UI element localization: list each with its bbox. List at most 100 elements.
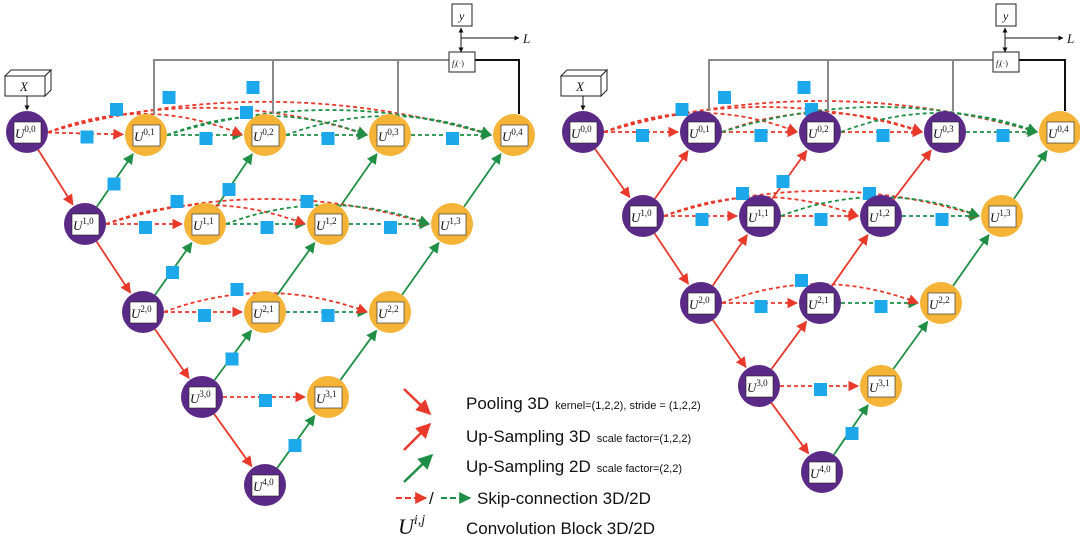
right-up-2_2-1_3: [952, 233, 990, 287]
right-arc-1_0-1_3: [663, 190, 981, 219]
left-node-3-1-label-base: U: [316, 391, 327, 406]
right-y-box: [995, 3, 1017, 27]
right-node-0-0-label-base: U: [571, 126, 582, 141]
left-skip-square-0-1: [199, 132, 213, 145]
right-arc-square-1-0-2: [736, 187, 749, 200]
right-node-3-1-label-base: U: [869, 380, 880, 395]
left-node-3-1-label-sup: 3,1: [325, 389, 336, 399]
right-node-1-1-label-sup: 1,1: [757, 208, 768, 218]
right-up-1_3-0_4: [1013, 150, 1048, 200]
left-node-3-0: U3,0: [181, 376, 223, 418]
right-node-0-3-label-box: [931, 121, 960, 144]
left-node-0-4-label-sup: 0,4: [511, 127, 523, 137]
left-node-0-3-label-sup: 0,3: [387, 127, 399, 137]
left-node-0-0: U0,0: [6, 111, 48, 153]
left-skip-square-2-1: [321, 309, 335, 322]
right-skip-square-0-2: [876, 129, 890, 142]
left-node-2-2-label-base: U: [378, 306, 389, 321]
right-node-3-1: U3,1: [860, 365, 902, 407]
left-up-square-1: [166, 266, 179, 279]
right-node-2-1-label-sup: 2,1: [817, 295, 828, 305]
right-node-1-2-label-sup: 1,2: [878, 208, 889, 218]
left-node-1-2-label-base: U: [316, 218, 327, 233]
right-node-1-2: U1,2: [860, 195, 902, 237]
legend-skip-sep: /: [429, 489, 434, 508]
left-node-2-1-label: U2,1: [253, 304, 274, 321]
right-node-2-0-label-sup: 2,0: [698, 295, 710, 305]
right-pool-3-4: [770, 402, 810, 455]
right-arc-square-1-0-3: [776, 175, 790, 188]
right-ds-line-2: [952, 59, 995, 111]
legend-conv-sup: i,j: [414, 513, 425, 528]
left-skip-square-1-0: [139, 221, 152, 234]
right-node-0-4-label-box: [1046, 121, 1075, 144]
right-node-1-0: U1,0: [622, 195, 664, 237]
right-node-1-3-label-sup: 1,3: [999, 208, 1011, 218]
left-fn-arg: (·): [456, 59, 464, 68]
left-up-square-2: [225, 352, 239, 366]
left-node-1-1-label-box: [191, 213, 220, 236]
left-ds-line-1: [272, 59, 451, 114]
right-fn-label: fi(·): [996, 59, 1008, 70]
right-fn-arg: (·): [1000, 59, 1008, 68]
left-up-1_3-0_4: [463, 152, 502, 208]
left-node-4-0-label-sup: 4,0: [262, 477, 274, 487]
right-node-0-3-label-sup: 0,3: [942, 124, 954, 134]
left-node-2-0-label-sup: 2,0: [140, 304, 152, 314]
left-node-0-1-label-sup: 0,1: [143, 127, 154, 137]
legend-up-3d-label: Up-Sampling 3D: [466, 427, 591, 446]
right-node-1-3-label: U1,3: [990, 208, 1011, 225]
left-node-1-0-label-base: U: [73, 218, 84, 233]
right-node-2-1: U2,1: [799, 282, 841, 324]
right-node-0-2-label-box: [806, 121, 835, 144]
left-node-1-2-label: U1,2: [316, 216, 337, 233]
left-node-0-1-label-base: U: [134, 129, 145, 144]
right-node-4-0-label-sup: 4,0: [819, 464, 831, 474]
right-node-0-2: U0,2: [799, 111, 841, 153]
right-fn-name: f: [996, 59, 1000, 68]
right-node-1-1-label: U1,1: [748, 208, 769, 225]
right-node-1-2-label-box: [867, 205, 896, 228]
right-skip-square-1-2: [935, 213, 949, 226]
right-node-4-0-label-base: U: [810, 466, 821, 481]
right-pool-2-3: [712, 319, 747, 369]
right-node-3-1-label-sup: 3,1: [878, 378, 889, 388]
right-node-1-3: U1,3: [981, 195, 1023, 237]
left-node-0-2-label-box: [251, 124, 280, 147]
left-node-1-1-label: U1,1: [193, 216, 214, 233]
right-node-0-0-label-sup: 0,0: [580, 124, 592, 134]
left-deep-supervision: fi(·)yL: [153, 3, 530, 114]
left-node-1-1: U1,1: [184, 203, 226, 245]
left-node-0-2-label-base: U: [253, 129, 264, 144]
right-node-0-3: U0,3: [924, 111, 966, 153]
left-node-4-0-label: U4,0: [253, 477, 274, 494]
left-arc-0_1-0_3: [166, 115, 369, 137]
left-fn-name: f: [452, 59, 456, 68]
right-y-label: y: [1002, 9, 1009, 23]
right-node-2-0: U2,0: [680, 282, 722, 324]
left-node-2-0-label-box: [129, 301, 158, 324]
right-node-1-0-label: U1,0: [631, 208, 652, 225]
right-arc-0_1-0_3: [721, 112, 924, 134]
left-node-1-0-label-sup: 1,0: [82, 216, 94, 226]
right-node-2-1-label: U2,1: [808, 295, 829, 312]
right-node-2-2-label-base: U: [929, 297, 940, 312]
left-node-0-1: U0,1: [125, 114, 167, 156]
right-arc-square-0-0-4: [797, 81, 811, 94]
left-node-2-0-label: U2,0: [131, 304, 152, 321]
right-input-label: X: [575, 79, 585, 94]
left-node-1-1-label-sup: 1,1: [202, 216, 213, 226]
right-node-4-0: U4,0: [801, 451, 843, 493]
right-skip-square-0-3: [996, 129, 1010, 142]
left-node-1-3-label-sup: 1,3: [449, 216, 461, 226]
left-node-1-3: U1,3: [431, 203, 473, 245]
left-pool-3-4: [213, 413, 253, 468]
right-arc-0_0-0_4: [603, 100, 1039, 135]
legend-conv-label: Convolution Block 3D/2D: [466, 519, 655, 538]
right-node-0-3-label-base: U: [933, 126, 944, 141]
left-node-0-0-label-box: [13, 121, 42, 144]
